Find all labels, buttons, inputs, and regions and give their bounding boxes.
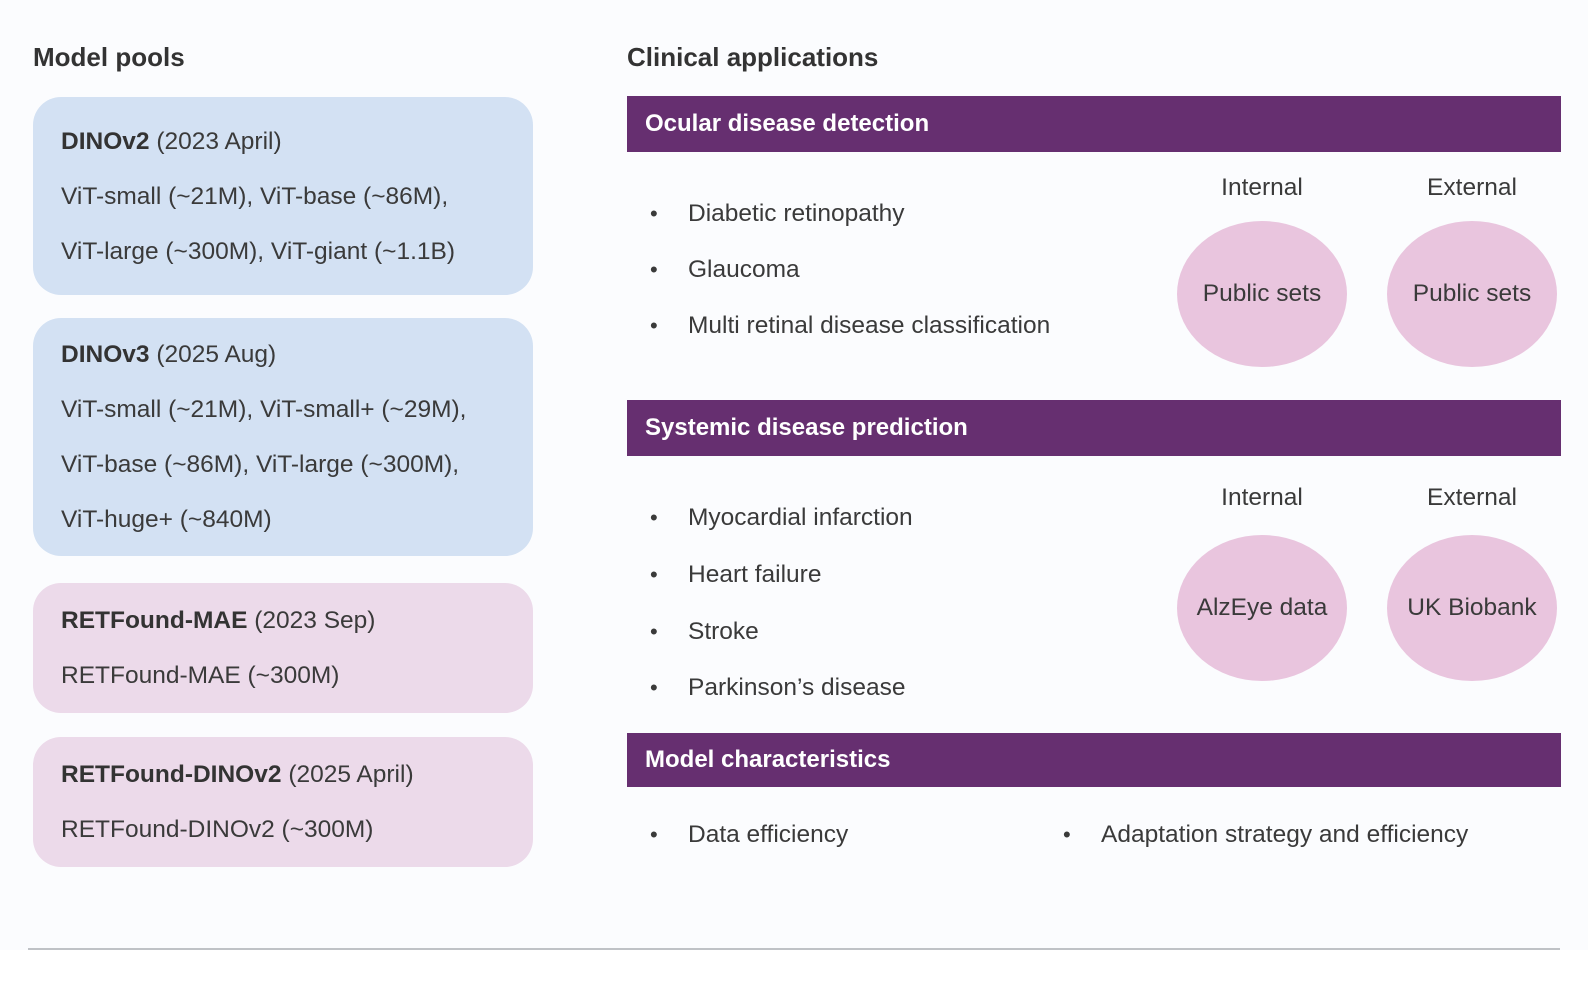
bullet-label: Multi retinal disease classification	[688, 312, 1051, 339]
model-title-line: RETFound-MAE (2023 Sep)	[61, 593, 533, 648]
banner-label: Ocular disease detection	[645, 110, 930, 137]
bullet-icon: •	[650, 313, 658, 338]
bullet-icon: •	[1063, 822, 1071, 847]
banner-label: Model characteristics	[645, 746, 891, 773]
model-date: (2023 April)	[156, 127, 282, 155]
bullet-label: Myocardial infarction	[688, 504, 913, 531]
bottom-divider-line	[28, 948, 1560, 950]
model-variants-line: ViT-small (~21M), ViT-base (~86M),	[61, 182, 449, 210]
external-label: External	[1427, 174, 1517, 201]
external-dataset-ellipse: UK Biobank	[1387, 535, 1557, 681]
bullet-icon: •	[650, 675, 658, 700]
bullet-label: Adaptation strategy and efficiency	[1101, 821, 1469, 848]
model-variants-line: ViT-huge+ (~840M)	[61, 506, 272, 533]
bullet-myocardial-infarction: • Myocardial infarction	[650, 490, 913, 546]
model-pool-box-retfound-dinov2: RETFound-DINOv2 (2025 April) RETFound-DI…	[33, 737, 533, 867]
model-name: DINOv2	[61, 127, 150, 155]
bullet-icon: •	[650, 619, 658, 644]
model-variants-line: RETFound-DINOv2 (~300M)	[61, 816, 374, 843]
bullet-multi-retinal-disease: • Multi retinal disease classification	[650, 298, 1050, 354]
banner-systemic-disease-prediction: Systemic disease prediction	[627, 400, 1561, 456]
model-pool-box-dinov2: DINOv2 (2023 April) ViT-small (~21M), Vi…	[33, 97, 533, 295]
bullet-adaptation-strategy: • Adaptation strategy and efficiency	[1063, 807, 1468, 863]
model-title-line: DINOv2 (2023 April)	[61, 114, 533, 169]
bullet-label: Glaucoma	[688, 256, 800, 283]
dataset-label: AlzEye data	[1196, 594, 1328, 621]
banner-model-characteristics: Model characteristics	[627, 733, 1561, 787]
clinical-applications-title: Clinical applications	[627, 42, 879, 72]
bullet-data-efficiency: • Data efficiency	[650, 807, 848, 863]
bullet-icon: •	[650, 562, 658, 587]
model-pools-title: Model pools	[33, 42, 185, 72]
bullet-icon: •	[650, 822, 658, 847]
model-variants-line: ViT-base (~86M), ViT-large (~300M),	[61, 451, 460, 478]
bullet-label: Data efficiency	[688, 821, 849, 848]
model-title-line: DINOv3 (2025 Aug)	[61, 327, 533, 382]
bullet-icon: •	[650, 505, 658, 530]
model-name: DINOv3	[61, 341, 150, 368]
dataset-label: Public sets	[1412, 280, 1532, 307]
model-variants-line: RETFound-MAE (~300M)	[61, 662, 340, 689]
bullet-heart-failure: • Heart failure	[650, 547, 821, 603]
bullet-glaucoma: • Glaucoma	[650, 242, 800, 298]
bullet-parkinsons-disease: • Parkinson’s disease	[650, 660, 905, 716]
dataset-label: UK Biobank	[1407, 594, 1537, 621]
external-label: External	[1427, 484, 1517, 511]
bullet-label: Heart failure	[688, 561, 822, 588]
bullet-label: Diabetic retinopathy	[688, 200, 905, 227]
model-title-line: RETFound-DINOv2 (2025 April)	[61, 747, 533, 802]
banner-label: Systemic disease prediction	[645, 414, 968, 441]
dataset-label: Public sets	[1202, 280, 1322, 307]
model-date: (2025 Aug)	[156, 341, 277, 368]
model-date: (2025 April)	[288, 761, 414, 788]
model-name: RETFound-MAE	[61, 607, 248, 634]
internal-dataset-ellipse: AlzEye data	[1177, 535, 1347, 681]
external-dataset-ellipse: Public sets	[1387, 221, 1557, 367]
internal-label: Internal	[1221, 484, 1303, 511]
bullet-label: Parkinson’s disease	[688, 674, 906, 701]
model-pool-box-retfound-mae: RETFound-MAE (2023 Sep) RETFound-MAE (~3…	[33, 583, 533, 713]
bullet-label: Stroke	[688, 618, 759, 645]
model-variants-line: ViT-large (~300M), ViT-giant (~1.1B)	[61, 237, 455, 265]
banner-ocular-disease-detection: Ocular disease detection	[627, 96, 1561, 152]
bullet-icon: •	[650, 257, 658, 282]
model-pool-box-dinov3: DINOv3 (2025 Aug) ViT-small (~21M), ViT-…	[33, 318, 533, 556]
model-name: RETFound-DINOv2	[61, 761, 282, 788]
model-date: (2023 Sep)	[254, 607, 376, 634]
internal-dataset-ellipse: Public sets	[1177, 221, 1347, 367]
bullet-diabetic-retinopathy: • Diabetic retinopathy	[650, 186, 905, 242]
internal-label: Internal	[1221, 174, 1303, 201]
bullet-icon: •	[650, 201, 658, 226]
model-variants-line: ViT-small (~21M), ViT-small+ (~29M),	[61, 396, 467, 423]
bullet-stroke: • Stroke	[650, 604, 759, 660]
